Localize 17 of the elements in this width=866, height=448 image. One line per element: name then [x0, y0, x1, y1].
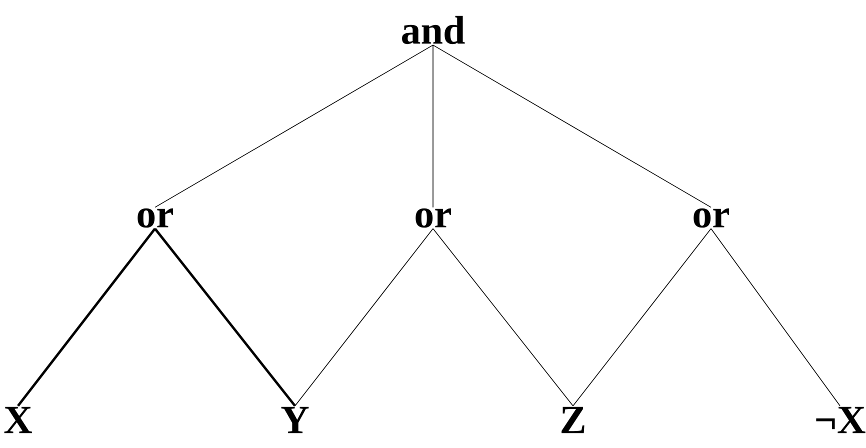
tree-node-label: X [4, 406, 32, 434]
thick-tree-edge [17, 228, 156, 407]
tree-node-label: ¬X [816, 406, 866, 434]
tree-edge [154, 44, 434, 208]
tree-node-label: or [416, 208, 452, 228]
tree-edge [432, 44, 712, 208]
tree-node-label: or [138, 208, 174, 228]
thick-tree-edge [154, 228, 296, 407]
tree-node-label: Z [562, 406, 584, 434]
tree-edge [432, 228, 574, 406]
tree-edge [432, 44, 434, 208]
tree-node-label: and [402, 16, 465, 44]
tree-edge [294, 228, 434, 406]
tree-node-label: or [694, 208, 730, 228]
tree-edge [710, 228, 840, 406]
tree-edge [572, 228, 712, 406]
tree-node-label: Y [281, 406, 309, 434]
